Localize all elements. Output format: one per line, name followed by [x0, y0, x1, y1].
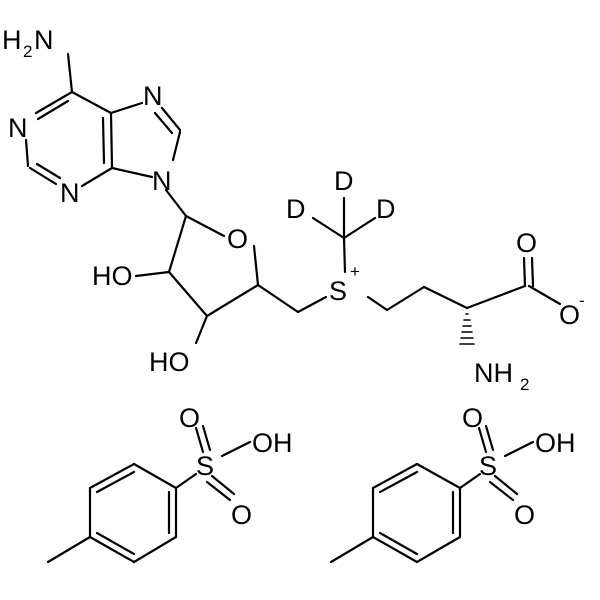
adenine-amine-h: H [2, 25, 22, 55]
tosylate-1-o-upper-label: O [179, 403, 200, 433]
ribose-ring-o-label: O [227, 224, 248, 254]
adenine-amine-subscript: 2 [23, 42, 32, 61]
tosylate-2-o-lower-label: O [514, 500, 535, 530]
adenine-n1-label: N [8, 113, 28, 143]
deuterium-left-label: D [286, 194, 306, 224]
tosylate-1-o-lower-label: O [231, 500, 252, 530]
tosylate-2-oh-label: OH [535, 428, 576, 458]
alpha-amine-label: NH [474, 358, 513, 388]
adenine-n9-label: N [152, 166, 172, 196]
adenine-bonds [24, 52, 188, 218]
carboxylate-charge: - [579, 291, 585, 310]
adenine-n7-label: N [143, 81, 163, 111]
carbonyl-o-label: O [516, 228, 537, 258]
tosylate-1-s-label: S [196, 451, 214, 481]
sulfonium-s-label: S [329, 276, 347, 306]
sulfonium-bonds [311, 196, 469, 312]
deuterium-right-label: D [376, 194, 396, 224]
tosylate-2-bonds [329, 424, 535, 564]
carboxylate-o-label: O [559, 300, 580, 330]
sulfonium-charge: + [350, 262, 360, 281]
adenine-n3-label: N [60, 178, 80, 208]
stereo-hashed-wedge [459, 313, 475, 345]
tosylate-2-s-label: S [479, 451, 497, 481]
tosylate-1-bonds [46, 424, 252, 564]
amino-acid-bonds [465, 256, 562, 310]
deuterium-top-label: D [334, 166, 354, 196]
alpha-amine-subscript: 2 [520, 375, 529, 394]
ribose-2-oh-label: HO [92, 261, 133, 291]
adenine-amine-n: N [34, 25, 54, 55]
ribose-3-oh-label: HO [149, 347, 190, 377]
tosylate-2-o-upper-label: O [462, 403, 483, 433]
ribose-bonds [134, 214, 328, 345]
tosylate-1-oh-label: OH [252, 428, 293, 458]
